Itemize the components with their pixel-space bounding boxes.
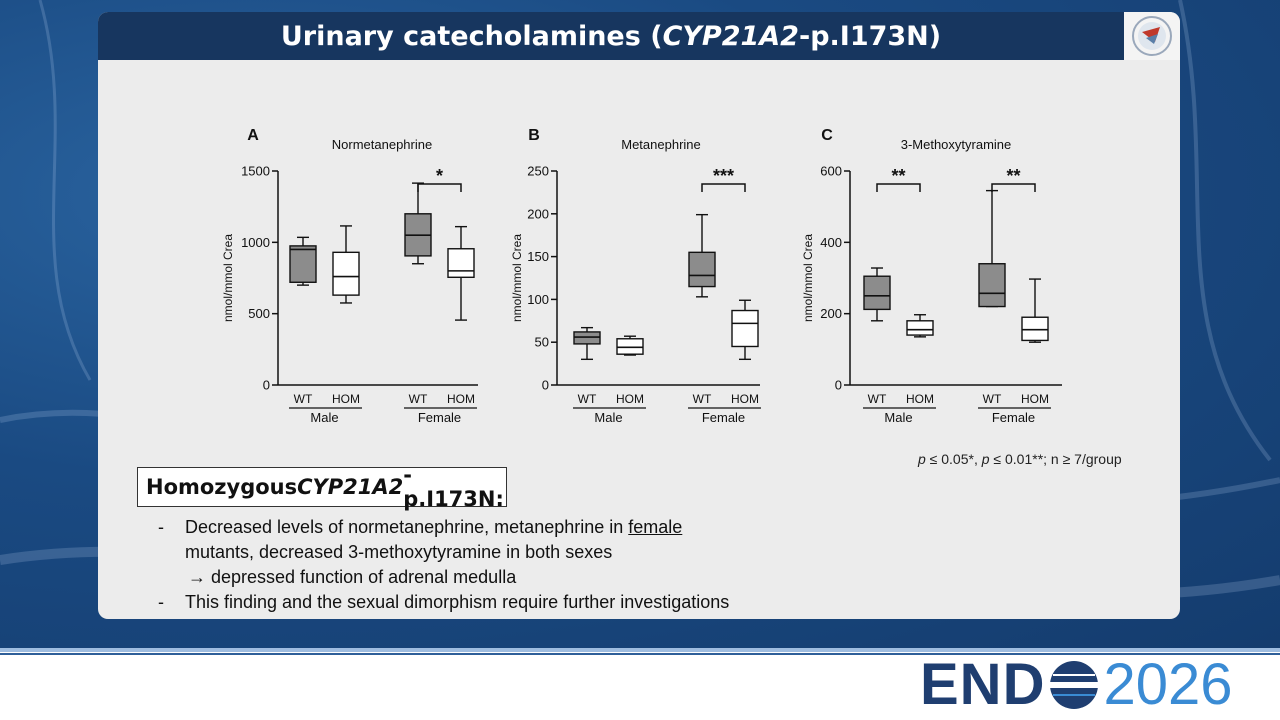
footer-stripe <box>0 653 1280 655</box>
significance-bracket <box>701 183 746 192</box>
group-label: Female <box>702 410 745 425</box>
x-tick-label: HOM <box>1021 392 1049 406</box>
significance-label: ** <box>891 166 905 186</box>
significance-label: *** <box>713 166 734 186</box>
box-iqr <box>289 245 317 283</box>
x-tick-label: HOM <box>616 392 644 406</box>
box-iqr <box>616 338 644 355</box>
y-tick-label: 250 <box>527 164 549 179</box>
y-tick-label: 100 <box>527 292 549 307</box>
bullet1-text: Decreased levels of normetanephrine, met… <box>185 517 629 537</box>
bullet1-underlined: female <box>628 517 683 537</box>
significance-label: ** <box>1006 166 1020 186</box>
footnote-t2: ≤ 0.01**; n ≥ 7/group <box>989 451 1122 467</box>
box-iqr <box>447 248 475 278</box>
footnote-p2: p <box>981 451 990 467</box>
y-axis-label: nmol/mmol Crea <box>801 234 815 322</box>
x-tick-label: WT <box>409 392 428 406</box>
significance-label: * <box>436 166 443 186</box>
slide-title: Urinary catecholamines (CYP21A2-p.I173N) <box>98 12 1124 60</box>
y-tick-label: 500 <box>248 306 270 321</box>
box-iqr <box>863 275 891 311</box>
x-tick-label: HOM <box>906 392 934 406</box>
box-iqr <box>573 331 601 345</box>
chart-title: 3-Methoxytyramine <box>901 137 1012 152</box>
panel-label: B <box>528 127 540 144</box>
title-suffix: -p.I173N) <box>798 20 942 52</box>
x-tick-label: WT <box>983 392 1002 406</box>
bullet-dash: - <box>158 592 164 612</box>
bullet-dash: - <box>158 517 164 537</box>
logo-emblem-icon <box>1132 16 1172 56</box>
y-tick-label: 600 <box>820 164 842 179</box>
y-tick-label: 0 <box>263 378 270 393</box>
footer-stripe <box>0 648 1280 652</box>
box-iqr <box>688 251 716 288</box>
footnote-t1: ≤ 0.05*, <box>925 451 982 467</box>
box-iqr <box>906 320 934 336</box>
chart-title: Normetanephrine <box>332 137 432 152</box>
bullet2-text: This finding and the sexual dimorphism r… <box>185 592 730 612</box>
y-axis-label: nmol/mmol Crea <box>510 234 524 322</box>
brand-year: 2026 <box>1103 652 1233 717</box>
summary-heading-pre: Homozygous <box>146 475 298 499</box>
box-iqr <box>978 263 1006 308</box>
bullet1-line2: mutants, decreased 3-methoxytyramine in … <box>185 542 613 562</box>
group-label: Female <box>992 410 1035 425</box>
significance-bracket <box>991 183 1036 192</box>
y-tick-label: 1500 <box>241 164 270 179</box>
x-tick-label: WT <box>294 392 313 406</box>
y-tick-label: 200 <box>820 306 842 321</box>
title-text: Urinary catecholamines ( <box>280 20 663 52</box>
summary-heading: Homozygous CYP21A2-p.I173N: <box>137 463 507 511</box>
panel-label: C <box>821 127 833 144</box>
content-panel: Urinary catecholamines (CYP21A2-p.I173N) <box>98 12 1180 619</box>
globe-icon <box>1048 661 1101 709</box>
y-tick-label: 400 <box>820 235 842 250</box>
x-tick-label: WT <box>578 392 597 406</box>
group-label: Male <box>594 410 622 425</box>
x-tick-label: HOM <box>332 392 360 406</box>
chart-title: Metanephrine <box>621 137 701 152</box>
x-tick-label: HOM <box>731 392 759 406</box>
x-tick-label: HOM <box>447 392 475 406</box>
group-label: Male <box>310 410 338 425</box>
y-axis-label: nmol/mmol Crea <box>221 234 235 322</box>
significance-bracket <box>417 183 462 192</box>
box-iqr <box>731 309 759 348</box>
y-tick-label: 50 <box>535 335 549 350</box>
significance-bracket <box>876 183 921 192</box>
y-tick-label: 0 <box>835 378 842 393</box>
x-tick-label: WT <box>868 392 887 406</box>
y-tick-label: 1000 <box>241 235 270 250</box>
panel-label: A <box>247 127 259 144</box>
brand-text: END <box>920 652 1046 717</box>
box-iqr <box>332 251 360 296</box>
footnote-p1: p <box>918 451 926 467</box>
summary-heading-gene: CYP21A2 <box>297 475 404 499</box>
y-tick-label: 150 <box>527 249 549 264</box>
summary-heading-post: -p.I173N: <box>403 463 504 511</box>
bullet1-line3: → depressed function of adrenal medulla <box>188 567 517 587</box>
title-gene: CYP21A2 <box>662 20 799 52</box>
group-label: Female <box>418 410 461 425</box>
bullet-item: - Decreased levels of normetanephrine, m… <box>158 515 729 540</box>
y-tick-label: 200 <box>527 206 549 221</box>
endo-brand-logo: END 2026 <box>920 656 1233 714</box>
box-iqr <box>1021 316 1049 342</box>
significance-footnote: p ≤ 0.05*, p ≤ 0.01**; n ≥ 7/group <box>918 451 1122 467</box>
society-logo <box>1124 12 1180 60</box>
y-tick-label: 0 <box>542 378 549 393</box>
bullet-item: - This finding and the sexual dimorphism… <box>158 590 729 615</box>
summary-bullets: - Decreased levels of normetanephrine, m… <box>158 515 729 615</box>
x-tick-label: WT <box>693 392 712 406</box>
footer-bar <box>0 648 1280 720</box>
group-label: Male <box>884 410 912 425</box>
